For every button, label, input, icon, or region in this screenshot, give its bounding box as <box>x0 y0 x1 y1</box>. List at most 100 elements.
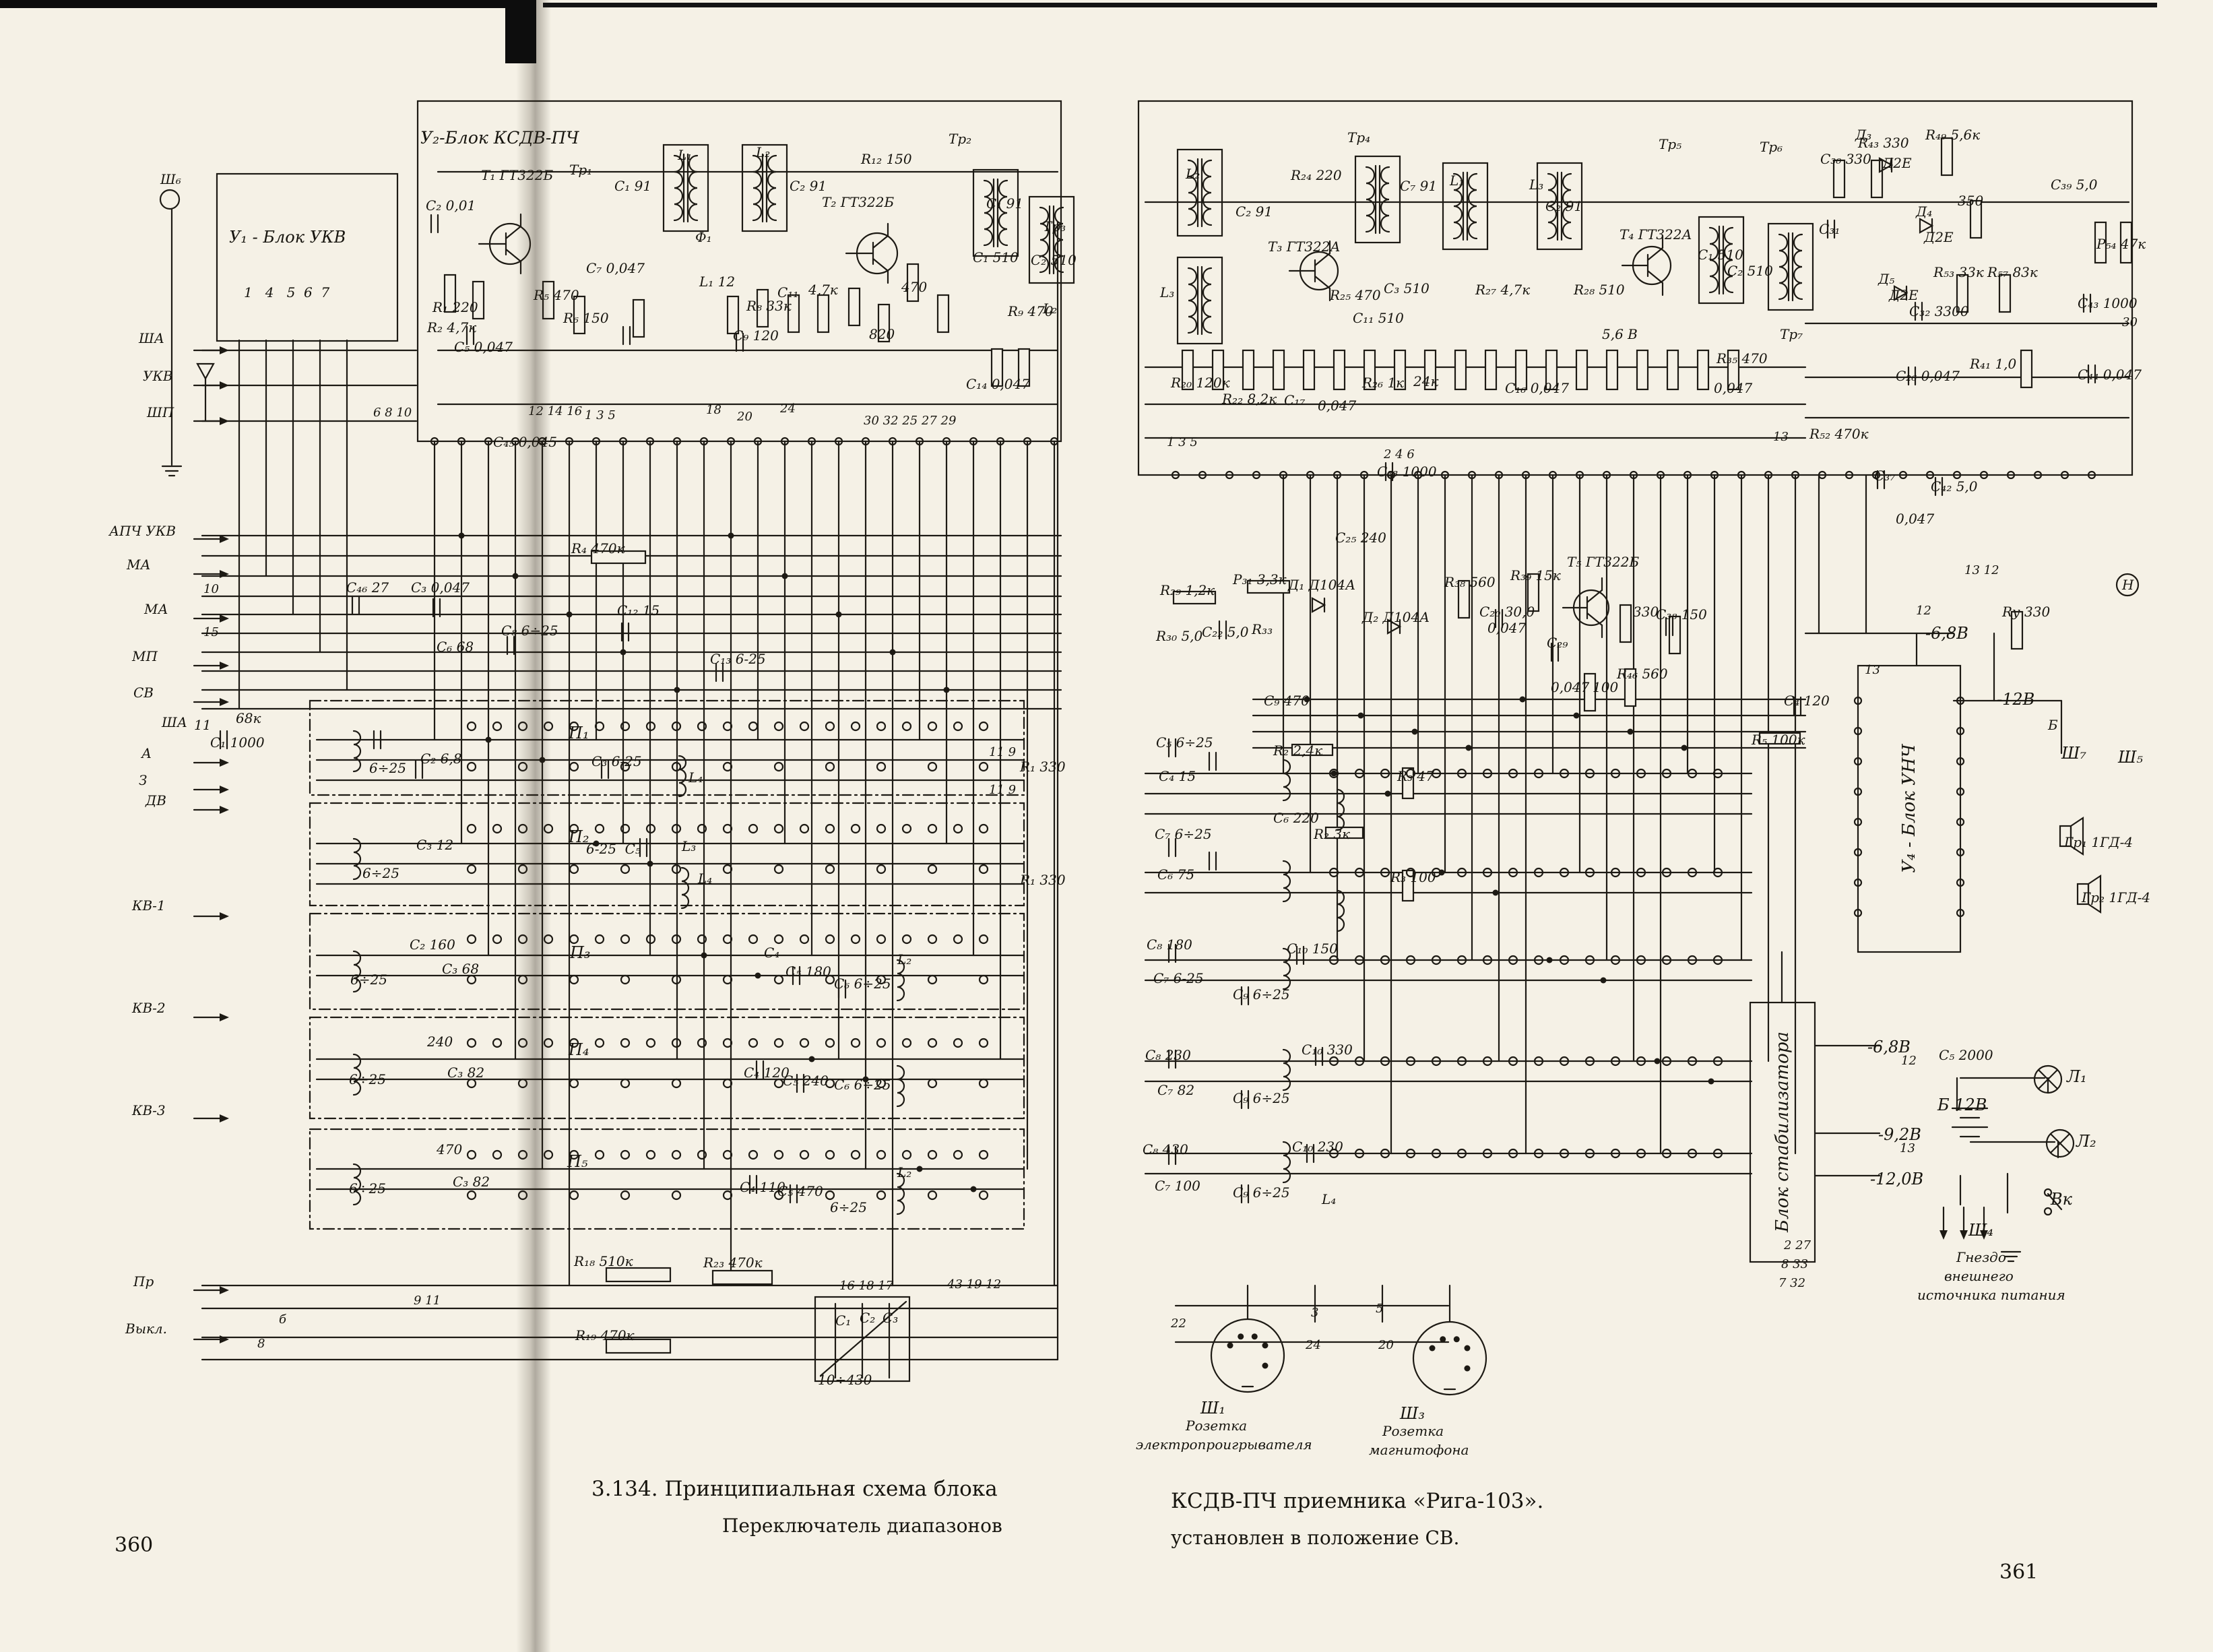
component-label: Б <box>2048 717 2058 733</box>
component-label: С₃₁ <box>1819 221 1840 237</box>
component-label: электропроигрывателя <box>1136 1436 1312 1453</box>
component-label: С₂ 91 <box>1236 203 1273 220</box>
component-label: С₁ <box>835 1312 852 1329</box>
component-label: Тр₇ <box>1780 326 1803 342</box>
block-title-vertical: Блок стабилизатора <box>1772 1031 1793 1232</box>
component-label: 16 18 17 <box>839 1279 894 1293</box>
component-label: С₃₃ 1000 <box>1377 464 1437 480</box>
component-label: R₂₇ 4,7к <box>1475 282 1531 298</box>
component-label: С₈ 180 <box>1147 936 1192 953</box>
component-label: Тр₆ <box>1760 139 1783 155</box>
component-label: 0,047 <box>1896 511 1935 527</box>
figure-caption-left-line1: 3.134. Принципиальная схема блока <box>591 1477 998 1501</box>
component-label: Вк <box>2051 1190 2072 1209</box>
component-label: 20 <box>1378 1338 1394 1352</box>
component-label: С₃ <box>883 1310 899 1326</box>
component-label: 0,047 <box>1714 380 1753 396</box>
component-label: R₂₈ 510 <box>1574 282 1625 298</box>
component-label: 5,6 В <box>1602 326 1638 342</box>
component-label: 12 <box>1916 604 1931 618</box>
component-label: П₁ <box>569 724 589 742</box>
component-label: R₅₃ 33к <box>1933 264 1984 280</box>
component-label: 1 3 5 <box>1167 435 1198 449</box>
component-label: Д₅ <box>1878 271 1895 287</box>
component-label: Розетка <box>1382 1423 1444 1439</box>
component-label: 1 4 5 6 7 <box>244 284 330 300</box>
component-label: С₃ 82 <box>453 1174 490 1190</box>
component-label: R₄₉ 5,6к <box>1925 127 1981 143</box>
component-label: СВ <box>133 685 154 701</box>
component-label: С₆ 6÷25 <box>834 976 891 992</box>
component-label: Т₁ ГТ322Б <box>481 167 553 183</box>
component-label: R₃₅ 470 <box>1717 350 1768 367</box>
component-label: 6÷25 <box>830 1199 867 1215</box>
page-gutter <box>516 0 551 1652</box>
component-label: 0,047 <box>1487 620 1527 636</box>
component-label: Гнездо <box>1956 1249 2006 1265</box>
component-label: L₄ <box>698 870 713 887</box>
component-label: 18 <box>706 403 721 417</box>
component-label: С₄ <box>764 945 780 961</box>
component-label: С₃₂ 3300 <box>1909 303 1969 319</box>
scan-artifact-top-line <box>543 3 2157 7</box>
component-label: С₂ 510 <box>1031 252 1077 268</box>
component-label: Д2Е <box>1924 229 1954 245</box>
figure-caption-left-line2: Переключатель диапазонов <box>722 1515 1002 1537</box>
component-label: С₃₇ <box>1874 468 1896 484</box>
component-label: З <box>139 772 148 788</box>
component-label: L₄ <box>688 769 703 786</box>
component-label: С₂₀ 30,0 <box>1479 604 1535 620</box>
component-label: С₁₀ 330 <box>1302 1042 1353 1058</box>
component-label: С₂ 510 <box>1727 263 1773 279</box>
component-label: L₄ <box>1322 1191 1337 1207</box>
component-label: С₅ 180 <box>785 963 831 980</box>
component-label: 4,7к <box>808 282 838 298</box>
component-label: С₂ 0,01 <box>426 197 476 214</box>
component-label: L₂ <box>756 144 771 160</box>
component-label: С₈ 230 <box>1145 1047 1191 1063</box>
component-label: С₄₅ 0,045 <box>493 434 557 450</box>
component-label: Тр₅ <box>1659 136 1682 152</box>
component-label: С₂ 6,8 <box>420 751 462 767</box>
component-label: С₂ 160 <box>410 936 455 953</box>
component-label: L₂ <box>1043 300 1058 317</box>
component-label: R₃ 100 <box>1390 869 1436 885</box>
component-label: С₉ 6÷25 <box>1233 1184 1290 1201</box>
component-label: С₁₀ 230 <box>1292 1139 1343 1155</box>
component-label: П₄ <box>569 1040 589 1059</box>
component-label: С₃ 12 <box>416 837 454 853</box>
component-label: R₃ 47 <box>1397 768 1434 784</box>
component-label: С₇ 91 <box>1400 178 1438 194</box>
component-label: R₄ 470к <box>571 540 625 557</box>
component-label: С₁ 510 <box>1698 247 1743 263</box>
component-label: С₇ 6÷25 <box>1155 826 1212 842</box>
component-label: R₁₉ 470к <box>575 1327 635 1343</box>
component-label: Пр <box>133 1273 154 1290</box>
component-label: С₁₀ 150 <box>1287 941 1338 957</box>
component-label: Т₅ ГТ322Б <box>1567 554 1640 570</box>
component-label: П₅ <box>567 1152 588 1171</box>
component-label: 820 <box>869 326 895 342</box>
component-label: 350 <box>1958 193 1984 209</box>
component-label: С₇ 100 <box>1155 1178 1200 1194</box>
component-label: 10 <box>203 582 219 596</box>
component-label: R₅₂ 470к <box>1809 426 1869 442</box>
component-label: R₁ 330 <box>1020 759 1066 775</box>
component-label: R₄₃ 330 <box>1858 135 1909 151</box>
component-label: 15 <box>203 625 219 639</box>
component-label: 330 <box>1633 604 1659 620</box>
component-label: С₂ <box>860 1310 876 1326</box>
component-label: R₂ 3к <box>1314 826 1351 842</box>
component-label: Тр₄ <box>1347 129 1371 146</box>
component-label: С₁ 1000 <box>210 734 265 751</box>
page-number-left: 360 <box>115 1533 154 1557</box>
component-label: С₃₉ 5,0 <box>2051 177 2098 193</box>
component-label: L₁ <box>1450 172 1465 189</box>
component-label: С₆ 220 <box>1273 810 1319 826</box>
component-label: У₂-Блок КСДВ-ПЧ <box>420 128 579 148</box>
component-label: КВ-3 <box>132 1102 166 1118</box>
component-label: 6÷25 <box>349 1180 386 1197</box>
component-label: 24 <box>780 402 796 416</box>
component-label: С₈ 6÷25 <box>501 623 558 639</box>
